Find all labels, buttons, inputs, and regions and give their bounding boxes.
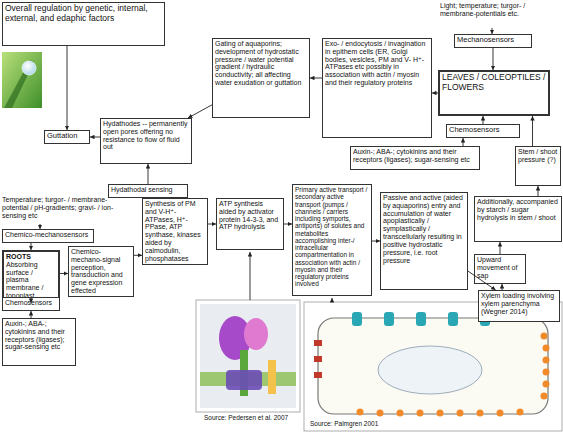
box-text: ROOTS — [6, 253, 56, 261]
box-text: Overall regulation by genetic, internal,… — [5, 4, 162, 23]
cell-illustration — [318, 318, 548, 414]
flow-arrow — [432, 93, 438, 94]
box-text: Stem / shoot pressure (?) — [518, 148, 558, 164]
box-text: LEAVES / COLEOPTILES / FLOWERS — [442, 73, 546, 92]
flow-arrow — [500, 242, 501, 254]
flow-arrow — [284, 224, 292, 225]
process-box: Upward movement of sap — [474, 254, 526, 284]
process-box: Hydathodes -- permanently open pores off… — [100, 118, 192, 164]
box-text: Auxin-; ABA-; cytokinins and their recep… — [353, 148, 477, 164]
flow-arrow — [493, 48, 494, 70]
box-text: Passive and active (aided by aquaporins)… — [383, 194, 465, 264]
source-arrow — [250, 252, 251, 300]
source-note: Source: Pedersen et al. 2007 — [204, 414, 300, 421]
box-text: Mechanosensors — [457, 36, 529, 44]
process-box: Guttation — [44, 130, 90, 144]
process-box: Gating of aquaporins; development of hyd… — [212, 38, 310, 118]
flow-arrow — [31, 243, 32, 250]
source-note: Source: Palmgren 2001 — [310, 420, 430, 427]
ion-channels — [314, 340, 322, 378]
flow-arrow — [31, 311, 32, 318]
box-text: Synthesis of PM and V-H⁺-ATPases, H⁺-PPa… — [145, 200, 205, 263]
flow-arrow — [188, 105, 212, 118]
box-text: Absorbing surface / plasma membrane / to… — [6, 261, 56, 300]
source-arrow — [332, 298, 333, 302]
process-box: ROOTSAbsorbing surface / plasma membrane… — [2, 250, 60, 303]
box-text: Chemico-mechanosensors — [5, 231, 91, 239]
transporter-dots — [357, 333, 550, 417]
process-box: Chemico-mechano-signal perception, trans… — [68, 246, 134, 297]
process-box: Synthesis of PM and V-H⁺-ATPases, H⁺-PPa… — [142, 198, 208, 265]
process-box: Passive and active (aided by aquaporins)… — [380, 192, 468, 290]
box-text: Chemosensors — [5, 299, 57, 307]
vacuole — [378, 346, 482, 394]
flow-arrow — [31, 297, 32, 303]
process-box: Exo- / endocytosis / invagination in epi… — [322, 38, 432, 138]
flow-arrow — [502, 284, 503, 290]
atpase-illustration — [200, 304, 296, 408]
process-box: Xylem loading involving xylem parenchyma… — [478, 290, 560, 322]
process-box: Chemico-mechanosensors — [2, 229, 94, 243]
flow-arrow — [532, 116, 533, 146]
process-box: Primary active transport / secondary act… — [292, 184, 372, 296]
flow-arrow — [60, 273, 68, 274]
flow-arrow — [134, 255, 142, 256]
process-box: Overall regulation by genetic, internal,… — [2, 2, 165, 46]
water-droplet — [22, 61, 36, 75]
sensing-note: Light; temperature; turgor- / membrane-p… — [440, 2, 562, 18]
process-box: Hydathodal sensing — [108, 184, 188, 198]
flow-arrow — [67, 46, 68, 130]
process-box: Auxin-; ABA-; cytokinins and their recep… — [350, 146, 480, 170]
process-box: Mechanosensors — [454, 34, 532, 48]
box-text: ATP synthesis aided by activator protein… — [219, 200, 281, 231]
box-text: Guttation — [47, 132, 87, 140]
membrane-sector — [226, 370, 262, 390]
process-box: Additionally, accompanied by starch / su… — [474, 196, 562, 242]
flow-arrow — [90, 137, 100, 138]
box-text: Additionally, accompanied by starch / su… — [477, 198, 559, 221]
flow-arrow — [538, 186, 539, 196]
process-box: Stem / shoot pressure (?) — [515, 146, 561, 186]
flow-arrow — [463, 138, 464, 146]
flow-arrow — [148, 164, 149, 184]
protein-stalk — [268, 360, 276, 394]
box-text: Exo- / endocytosis / invagination in epi… — [325, 40, 429, 87]
process-box: Auxin-; ABA-; cytokinins and their recep… — [2, 318, 76, 366]
box-text: Chemico-mechano-signal perception, trans… — [71, 248, 131, 295]
process-box: Chemosensors — [2, 297, 60, 311]
box-text: Hydathodes -- permanently open pores off… — [103, 120, 189, 151]
flow-arrow — [208, 224, 216, 225]
box-text: Primary active transport / secondary act… — [295, 186, 369, 288]
box-text: Chemosensors — [449, 126, 517, 134]
protein-domain — [244, 318, 268, 350]
box-text: Hydathodal sensing — [111, 186, 185, 194]
process-box: ATP synthesis aided by activator protein… — [216, 198, 284, 250]
flow-arrow — [468, 271, 496, 290]
flow-arrow — [310, 78, 322, 79]
sensing-note: Temperature; turgor- / membrane-potentia… — [2, 196, 132, 219]
flow-arrow — [372, 241, 380, 242]
image-frame — [196, 300, 300, 412]
process-box: LEAVES / COLEOPTILES / FLOWERS — [438, 70, 550, 116]
pump-row — [352, 312, 490, 326]
box-text: Gating of aquaporins; development of hyd… — [215, 40, 307, 87]
guttation-photo — [2, 52, 42, 108]
flow-arrow — [483, 116, 484, 124]
box-text: Xylem loading involving xylem parenchyma… — [481, 292, 557, 315]
process-box: Chemosensors — [446, 124, 520, 138]
box-text: Auxin-; ABA-; cytokinins and their recep… — [5, 320, 73, 351]
box-text: Upward movement of sap — [477, 256, 523, 279]
